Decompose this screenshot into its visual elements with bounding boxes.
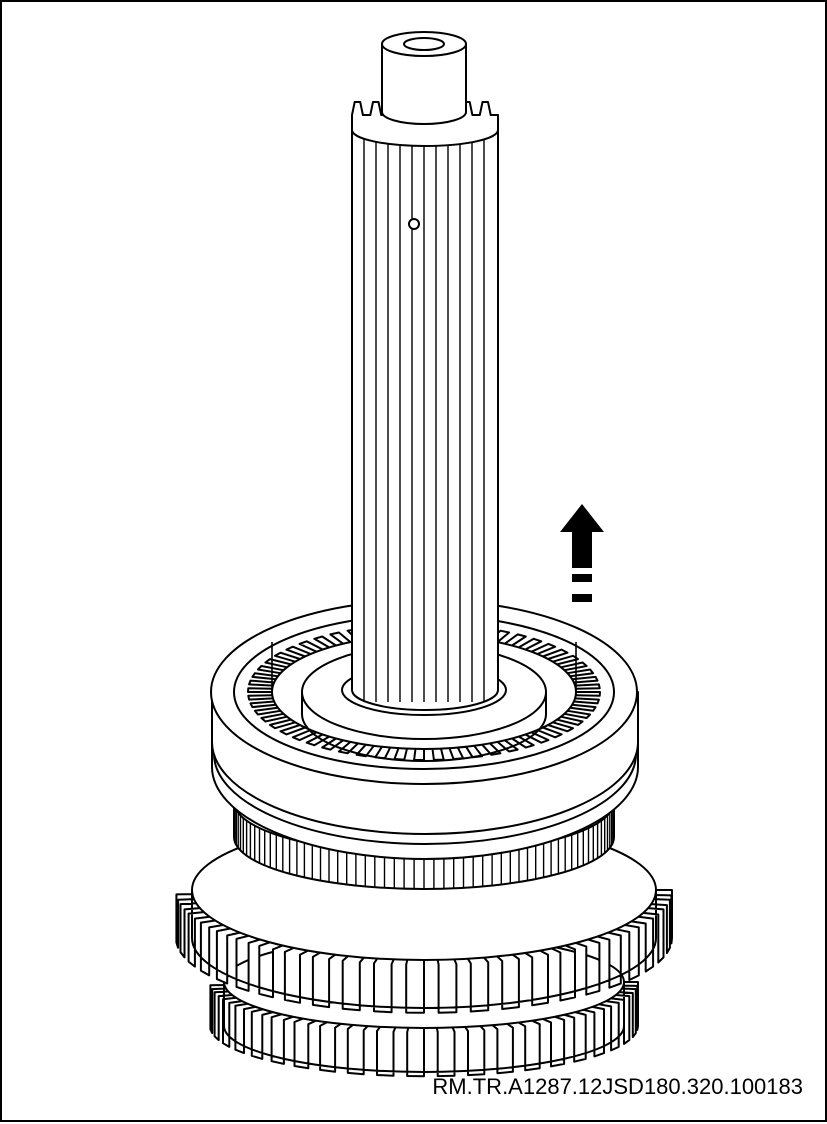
arrow-up-icon: [560, 504, 604, 602]
figure-reference-code: RM.TR.A1287.12JSD180.320.100183: [432, 1074, 803, 1099]
splined-shaft: [341, 101, 507, 716]
shaft-pilot: [381, 31, 467, 125]
oil-hole: [408, 218, 420, 230]
